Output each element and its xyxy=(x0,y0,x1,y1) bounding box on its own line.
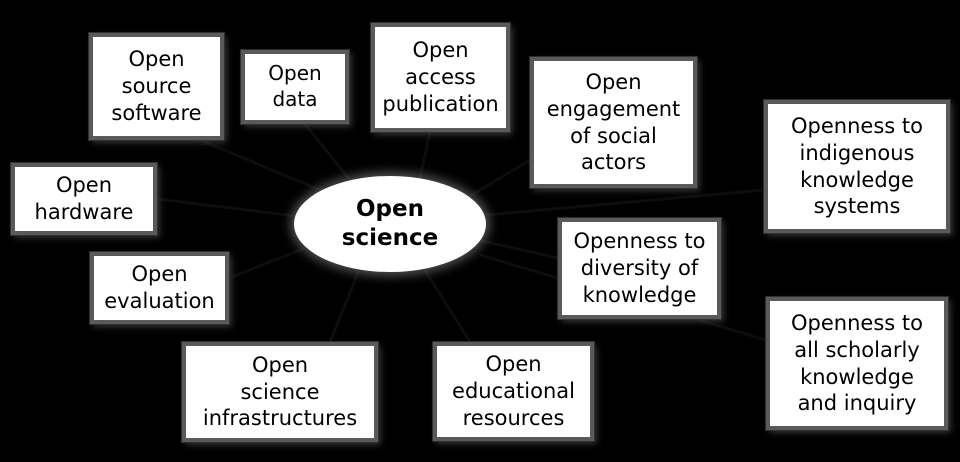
node-open-source-software: Open source software xyxy=(89,33,224,140)
node-open-data: Open data xyxy=(241,50,349,124)
node-open-hardware: Open hardware xyxy=(11,163,157,235)
node-openness-to-all-scholarly-knowledge-and-inquiry: Openness to all scholarly knowledge and … xyxy=(766,297,948,430)
node-open-science-infrastructures: Open science infrastructures xyxy=(182,342,378,442)
node-open-engagement-of-social-actors: Open engagement of social actors xyxy=(530,57,697,188)
node-open-evaluation: Open evaluation xyxy=(90,252,229,324)
node-open-educational-resources: Open educational resources xyxy=(433,342,594,441)
center-node-open-science: Open science xyxy=(294,176,486,272)
node-openness-to-diversity-of-knowledge: Openness to diversity of knowledge xyxy=(558,218,721,319)
node-open-access-publication: Open access publication xyxy=(371,23,510,132)
node-openness-to-indigenous-knowledge-systems: Openness to indigenous knowledge systems xyxy=(764,100,950,233)
